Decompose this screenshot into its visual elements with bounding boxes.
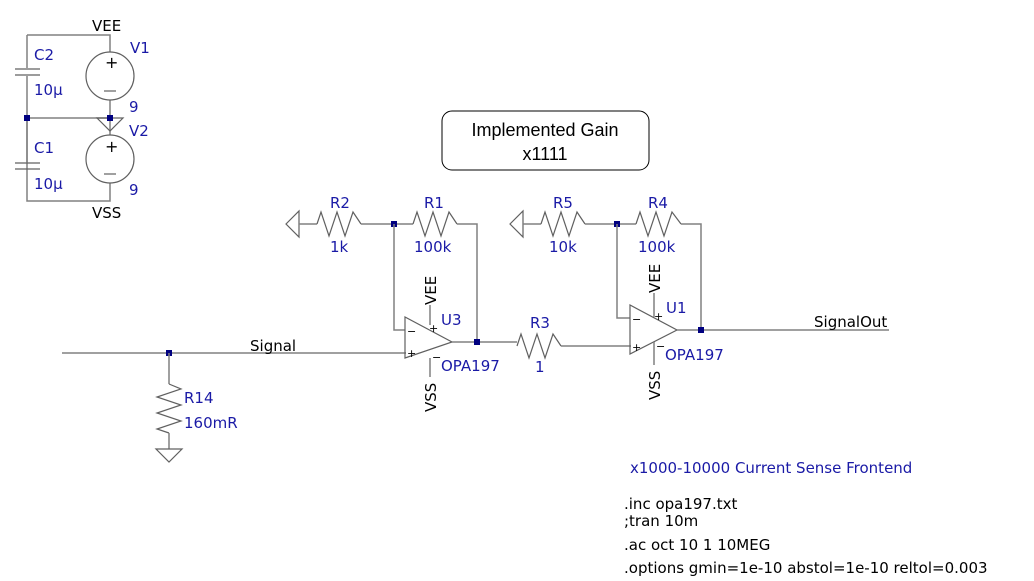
signal-net-label[interactable]: Signal bbox=[250, 337, 296, 355]
r3-value: 1 bbox=[535, 358, 545, 376]
stage2-section: R5 10k R4 100k − + + − VEE VSS U1 OPA197 bbox=[509, 194, 889, 400]
u3-vplus-pin-icon: + bbox=[429, 322, 438, 335]
u3-model: OPA197 bbox=[441, 357, 500, 375]
c2-value: 10µ bbox=[34, 81, 63, 99]
v1-plus-icon: + bbox=[105, 53, 118, 72]
u3-noninverting-pin-icon: + bbox=[407, 347, 416, 360]
resistor-r2[interactable]: R2 1k bbox=[285, 194, 362, 256]
power-supply-section: C2 10µ C1 10µ + V1 9 + V2 9 bbox=[15, 17, 150, 222]
voltage-source-v2[interactable]: + V2 9 bbox=[85, 117, 149, 199]
junction-dot bbox=[474, 339, 480, 345]
u1-vee-label: VEE bbox=[646, 264, 664, 293]
schematic-title[interactable]: x1000-10000 Current Sense Frontend bbox=[630, 459, 912, 477]
v2-ref: V2 bbox=[129, 122, 149, 140]
r1-value: 100k bbox=[414, 238, 452, 256]
u3-vee-label: VEE bbox=[422, 276, 440, 305]
directive-inc[interactable]: .inc opa197.txt bbox=[624, 495, 738, 513]
stage1-section: R2 1k R1 100k − + + − VEE VSS U3 OPA197 bbox=[285, 194, 517, 412]
r3-ref: R3 bbox=[530, 314, 550, 332]
u1-noninverting-pin-icon: + bbox=[632, 341, 641, 354]
u3-vminus-pin-icon: − bbox=[432, 351, 441, 364]
resistor-r5[interactable]: R5 10k bbox=[509, 194, 586, 256]
junction-dot bbox=[107, 115, 113, 121]
opamp-u1[interactable]: − + + − VEE VSS U1 OPA197 bbox=[629, 264, 724, 400]
u3-inverting-pin-icon: − bbox=[407, 325, 416, 338]
vee-net-label: VEE bbox=[92, 17, 121, 35]
r2-ref: R2 bbox=[330, 194, 350, 212]
gain-box-line1: Implemented Gain bbox=[471, 120, 618, 140]
c2-ref: C2 bbox=[34, 46, 54, 64]
ground-icon bbox=[154, 448, 184, 463]
v2-plus-icon: + bbox=[105, 137, 118, 156]
u1-vplus-pin-icon: + bbox=[654, 310, 663, 323]
r5-ref: R5 bbox=[553, 194, 573, 212]
directive-tran[interactable]: ;tran 10m bbox=[624, 512, 698, 530]
wire-vee bbox=[27, 34, 111, 52]
input-section: Signal R14 160mR bbox=[62, 337, 406, 463]
r14-value: 160mR bbox=[184, 414, 238, 432]
voltage-source-v1[interactable]: + V1 9 bbox=[85, 39, 150, 116]
u3-vss-label: VSS bbox=[422, 383, 440, 412]
signal-out-net-label[interactable]: SignalOut bbox=[814, 313, 887, 331]
r14-ref: R14 bbox=[184, 389, 214, 407]
v1-value: 9 bbox=[129, 98, 139, 116]
vss-net-label: VSS bbox=[92, 204, 121, 222]
resistor-r1[interactable]: R1 100k bbox=[412, 194, 478, 342]
r4-value: 100k bbox=[638, 238, 676, 256]
capacitor-c2[interactable]: C2 10µ bbox=[15, 46, 63, 99]
u1-model: OPA197 bbox=[665, 346, 724, 364]
r4-ref: R4 bbox=[648, 194, 668, 212]
c1-value: 10µ bbox=[34, 175, 63, 193]
v1-ref: V1 bbox=[130, 39, 150, 57]
opamp-u3[interactable]: − + + − VEE VSS U3 OPA197 bbox=[404, 276, 500, 412]
junction-dot bbox=[698, 327, 704, 333]
resistor-r3[interactable]: R3 1 bbox=[516, 314, 631, 376]
ground-icon bbox=[509, 209, 524, 239]
gain-box-line2: x1111 bbox=[522, 144, 567, 164]
u1-vss-label: VSS bbox=[646, 371, 664, 400]
u1-ref: U1 bbox=[666, 299, 687, 317]
v2-value: 9 bbox=[129, 181, 139, 199]
c1-ref: C1 bbox=[34, 139, 54, 157]
junction-dot bbox=[24, 115, 30, 121]
ground-icon bbox=[285, 209, 300, 239]
r2-value: 1k bbox=[330, 238, 349, 256]
u3-ref: U3 bbox=[441, 311, 462, 329]
gain-annotation-box[interactable]: Implemented Gain x1111 bbox=[441, 110, 650, 171]
notes-section: x1000-10000 Current Sense Frontend .inc … bbox=[624, 459, 988, 577]
u1-vminus-pin-icon: − bbox=[656, 340, 665, 353]
directive-options[interactable]: .options gmin=1e-10 abstol=1e-10 reltol=… bbox=[624, 559, 988, 577]
u1-inverting-pin-icon: − bbox=[632, 313, 641, 326]
directive-ac[interactable]: .ac oct 10 1 10MEG bbox=[624, 536, 770, 554]
r5-value: 10k bbox=[549, 238, 577, 256]
resistor-r4[interactable]: R4 100k bbox=[635, 194, 702, 330]
r1-ref: R1 bbox=[424, 194, 444, 212]
resistor-r14[interactable]: R14 160mR bbox=[154, 353, 238, 463]
capacitor-c1[interactable]: C1 10µ bbox=[15, 118, 63, 193]
